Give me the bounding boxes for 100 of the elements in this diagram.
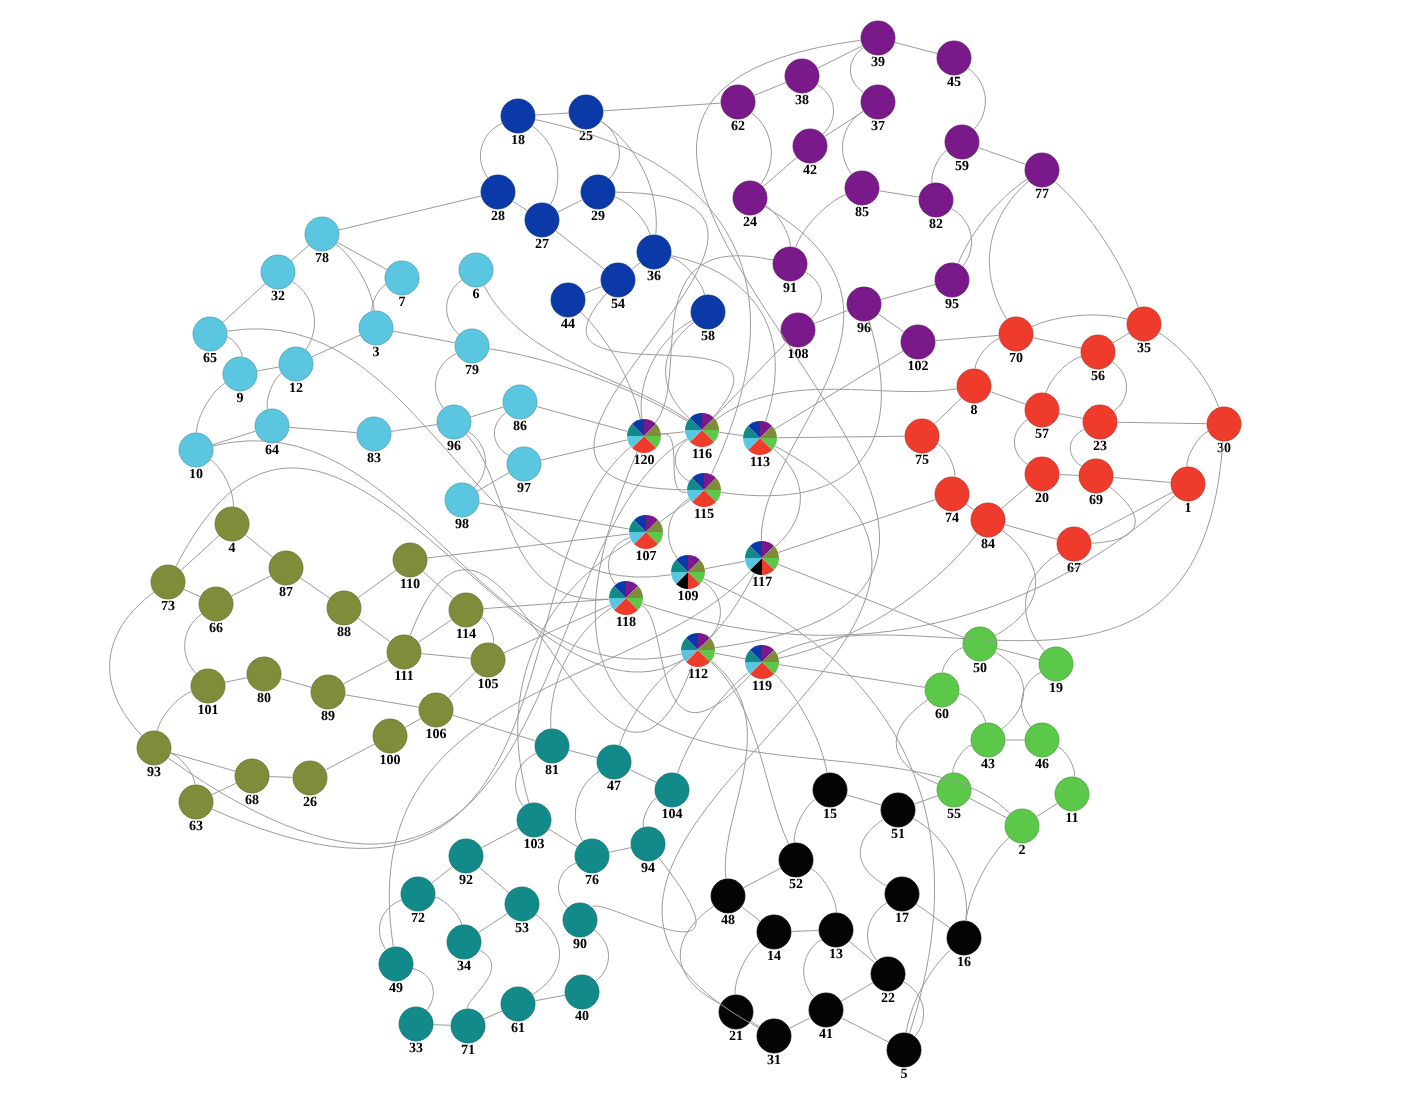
edge-line (357, 569, 397, 599)
edge-line (753, 82, 787, 96)
edge-line (534, 119, 751, 475)
edge-line (846, 794, 882, 806)
edge-line (742, 867, 782, 889)
edge-line (1013, 419, 1029, 465)
edge-line (468, 431, 486, 489)
edge-line (493, 411, 510, 456)
edge-line (793, 798, 816, 844)
edge-line (224, 677, 248, 683)
edge-line (256, 366, 280, 372)
edge-line (1025, 552, 1060, 652)
edge-line (422, 571, 454, 599)
edge-line (483, 284, 689, 421)
edge-line (679, 905, 722, 1005)
edge-line (702, 580, 721, 638)
edge-line (774, 350, 904, 430)
edge-line (640, 319, 694, 420)
edge-line (478, 913, 508, 933)
edge-line (810, 868, 837, 914)
edge-line (470, 406, 504, 418)
edge-line (211, 446, 632, 849)
edge-line (600, 120, 657, 236)
edge-line (762, 156, 798, 188)
edge-line (435, 353, 457, 409)
edge-line (778, 533, 978, 659)
edge-line (1036, 802, 1058, 818)
edge-line (642, 797, 658, 828)
edge-line (512, 200, 528, 212)
edge-line (608, 537, 631, 585)
edge-line (404, 718, 422, 728)
edge-line (583, 285, 603, 295)
edge-line (776, 435, 906, 439)
edge-line (789, 1017, 811, 1029)
edge-line (849, 47, 865, 93)
edge-line (580, 311, 641, 420)
edge-line (841, 1017, 889, 1043)
edge-line (266, 372, 282, 410)
edge-line (389, 570, 751, 948)
edge-line (654, 255, 774, 424)
edge-line (641, 604, 751, 714)
edge-line (703, 578, 936, 1034)
edge-line (760, 206, 845, 542)
edge-line (618, 659, 685, 746)
edge-line (912, 817, 967, 922)
edge-line (670, 255, 776, 422)
edge-line (670, 256, 706, 296)
edge-line (952, 744, 972, 774)
edge-line (167, 438, 688, 843)
edge-line (446, 279, 463, 335)
edge-line (614, 196, 651, 236)
edge-line (896, 699, 939, 785)
edge-line (1186, 430, 1209, 468)
edge-line (937, 443, 956, 478)
edge-line (1045, 356, 1082, 394)
edge-line (950, 207, 972, 267)
edge-line (180, 535, 220, 571)
edge-line (183, 588, 201, 598)
edge-line (1057, 746, 1076, 778)
edge-line (974, 338, 1000, 370)
edge-line (1000, 484, 1030, 510)
edge-line (713, 342, 787, 418)
edge-line (392, 330, 456, 344)
edge-line (1111, 361, 1127, 412)
edge-line (965, 503, 975, 511)
edge-line (711, 660, 748, 880)
edge-line (668, 498, 690, 559)
edge-line (1088, 491, 1174, 537)
edge-line (1158, 332, 1220, 408)
edge-line (641, 495, 1176, 636)
edge-line (195, 382, 226, 434)
edge-line (557, 199, 583, 213)
edge-line (212, 430, 256, 446)
edge-line (481, 616, 495, 644)
edge-line (482, 598, 610, 610)
edge-line (593, 191, 709, 491)
edge-line (696, 39, 880, 649)
edge-line (994, 529, 1037, 636)
edge-line (292, 281, 315, 351)
edge-line (848, 940, 876, 964)
edge-line (290, 244, 310, 262)
edge-line (1116, 421, 1208, 425)
edge-line (156, 691, 193, 732)
edge-line (534, 994, 566, 1002)
edge-line (483, 1010, 503, 1020)
edge-line (915, 903, 951, 929)
edge-line (231, 575, 272, 597)
edge-line (877, 313, 905, 333)
edge-line (878, 190, 920, 198)
edge-line (751, 112, 772, 185)
edge-line (184, 613, 203, 674)
edge-line (867, 902, 888, 962)
edge-line (778, 499, 936, 553)
edge-line (222, 283, 266, 323)
edge-line (704, 560, 746, 570)
edge-line (479, 122, 503, 179)
edge-line (478, 866, 510, 894)
edge-line (968, 797, 1008, 819)
edge-line (778, 664, 926, 688)
edge-line (170, 752, 196, 786)
